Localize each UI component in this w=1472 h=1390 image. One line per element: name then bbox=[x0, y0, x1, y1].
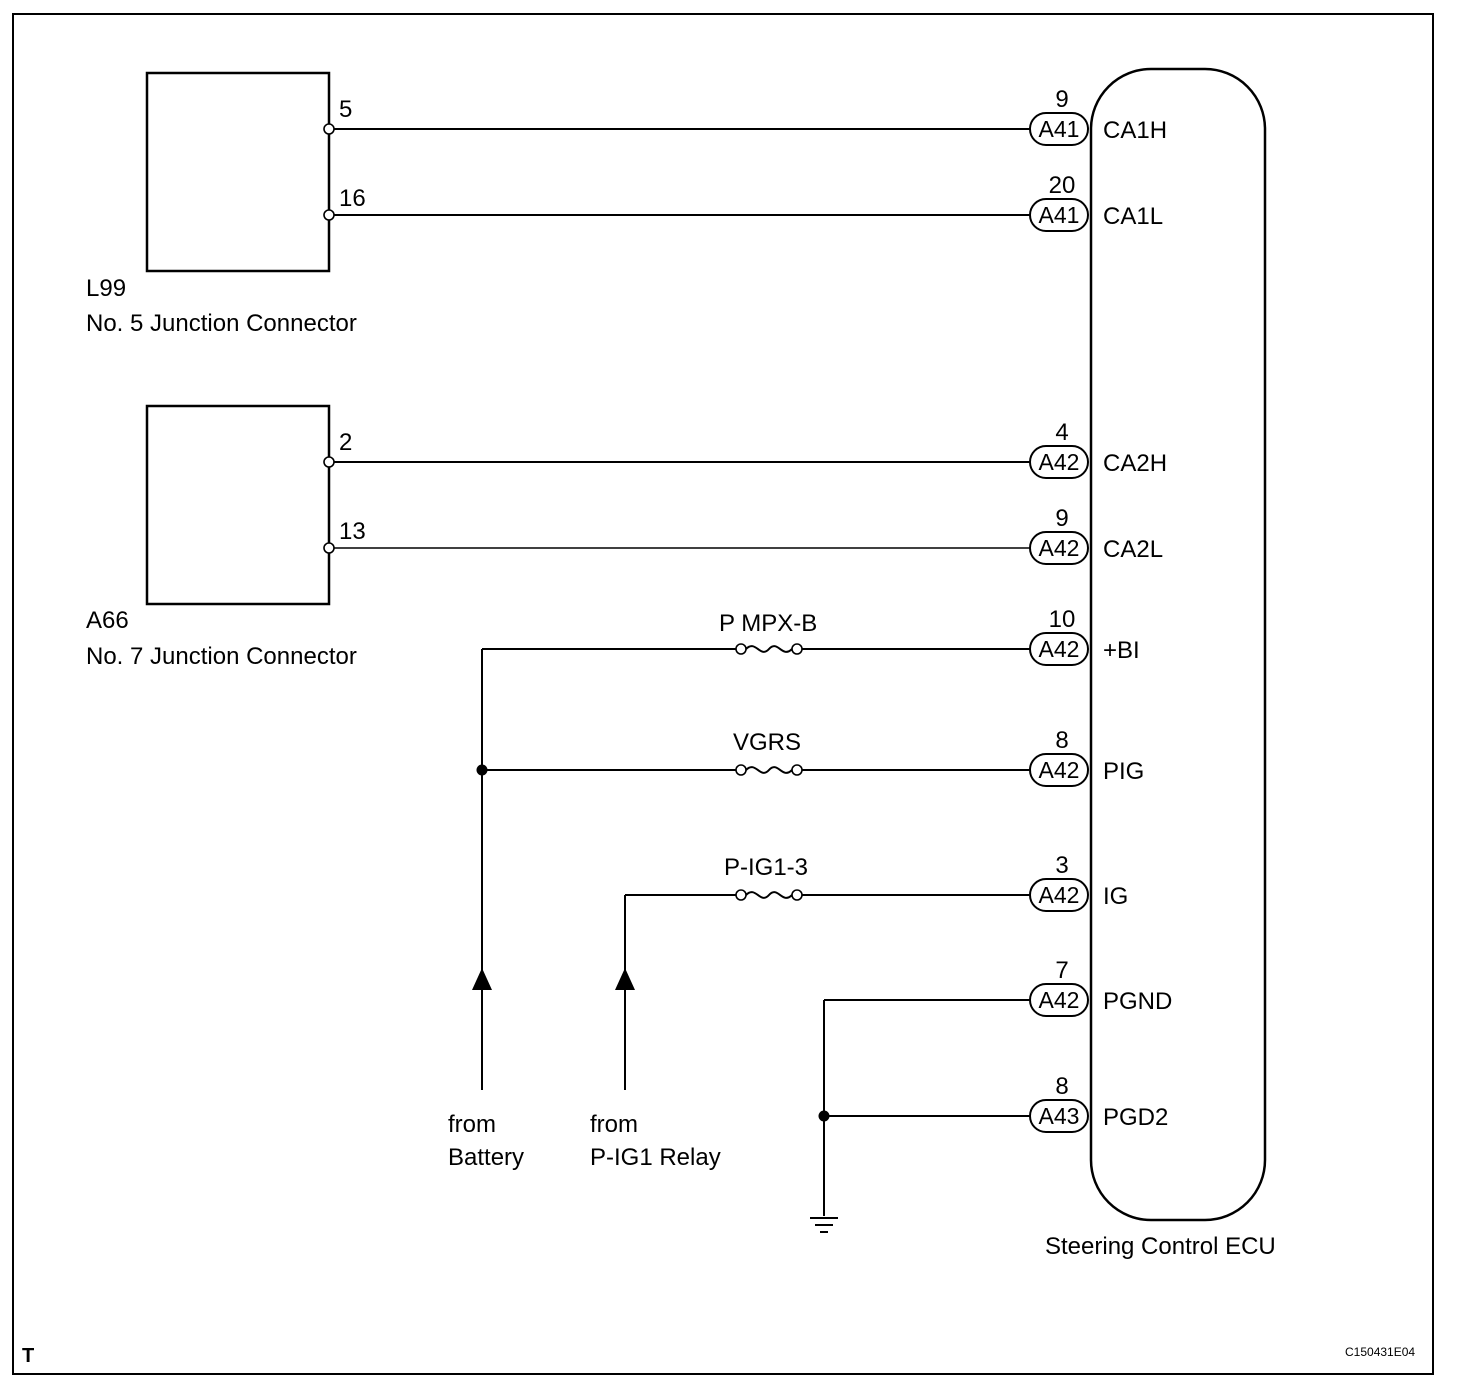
terminal-pin-number: 9 bbox=[1055, 86, 1068, 113]
fuse-label-vgrs: VGRS bbox=[733, 729, 801, 756]
terminal-pin-number: 7 bbox=[1055, 957, 1068, 984]
connector-a66-box bbox=[145, 404, 331, 606]
connector-a66-name: No. 7 Junction Connector bbox=[86, 643, 357, 670]
connector-pill bbox=[1029, 112, 1089, 146]
connector-code: A42 bbox=[1039, 535, 1080, 561]
ecu-terminal-bi: A42 10 +BI bbox=[1029, 606, 1140, 666]
connector-code: A42 bbox=[1039, 757, 1080, 783]
connector-l99-box bbox=[145, 71, 331, 273]
terminal-pin-number: 3 bbox=[1055, 852, 1068, 879]
fuse-label-p-mpx-b: P MPX-B bbox=[719, 610, 817, 637]
terminal-signal-name: PIG bbox=[1103, 758, 1144, 785]
arrow-relay bbox=[615, 968, 635, 990]
fuse-label-p-ig1-3: P-IG1-3 bbox=[724, 854, 808, 881]
connector-code: A42 bbox=[1039, 636, 1080, 662]
connector-code: A41 bbox=[1039, 202, 1080, 228]
terminal-signal-name: CA2H bbox=[1103, 450, 1167, 477]
connector-l99-pin-5: 5 bbox=[339, 96, 352, 123]
connector-l99-pin-16: 16 bbox=[339, 185, 366, 212]
terminal-pin-number: 8 bbox=[1055, 1073, 1068, 1100]
ecu-name: Steering Control ECU bbox=[1045, 1233, 1276, 1260]
connector-pill bbox=[1029, 983, 1089, 1017]
connector-code: A42 bbox=[1039, 882, 1080, 908]
source-relay-line1: from bbox=[590, 1111, 638, 1138]
connector-a66-code: A66 bbox=[86, 607, 129, 634]
connector-pill bbox=[1029, 878, 1089, 912]
connector-pill bbox=[1029, 445, 1089, 479]
connector-pill bbox=[1029, 632, 1089, 666]
connector-code: A42 bbox=[1039, 449, 1080, 475]
connector-pill bbox=[1029, 531, 1089, 565]
terminal-signal-name: CA1L bbox=[1103, 203, 1163, 230]
terminal-pin-number: 8 bbox=[1055, 727, 1068, 754]
terminal-pin-number: 9 bbox=[1055, 505, 1068, 532]
fuse-vgrs: VGRS bbox=[733, 729, 803, 776]
ground-icon bbox=[810, 1217, 838, 1233]
terminal-signal-name: IG bbox=[1103, 883, 1128, 910]
ecu-body bbox=[1089, 67, 1267, 1222]
arrow-battery bbox=[472, 968, 492, 990]
source-battery-line1: from bbox=[448, 1111, 496, 1138]
figure-code: C150431E04 bbox=[1345, 1345, 1415, 1359]
connector-l99: L99 No. 5 Junction Connector 5 16 bbox=[86, 71, 366, 337]
pin-a66-13 bbox=[323, 542, 335, 554]
connector-pill bbox=[1029, 1099, 1089, 1133]
source-battery-line2: Battery bbox=[448, 1144, 524, 1171]
terminal-signal-name: CA2L bbox=[1103, 536, 1163, 563]
terminal-pin-number: 10 bbox=[1049, 606, 1076, 633]
connector-a66: A66 No. 7 Junction Connector 2 13 bbox=[86, 404, 366, 670]
connector-pill bbox=[1029, 753, 1089, 787]
connector-code: A42 bbox=[1039, 987, 1080, 1013]
fuse-p-mpx-b: P MPX-B bbox=[719, 610, 817, 655]
connector-l99-code: L99 bbox=[86, 275, 126, 302]
diagram-frame bbox=[12, 13, 1434, 1375]
terminal-signal-name: PGD2 bbox=[1103, 1104, 1168, 1131]
terminal-signal-name: PGND bbox=[1103, 988, 1172, 1015]
splice-ground bbox=[818, 1110, 830, 1122]
fuse-p-ig1-3: P-IG1-3 bbox=[724, 854, 808, 901]
connector-l99-name: No. 5 Junction Connector bbox=[86, 310, 357, 337]
connector-a66-pin-2: 2 bbox=[339, 429, 352, 456]
terminal-signal-name: +BI bbox=[1103, 637, 1140, 664]
pin-a66-2 bbox=[323, 456, 335, 468]
corner-mark: T bbox=[22, 1345, 34, 1367]
terminal-pin-number: 4 bbox=[1055, 419, 1068, 446]
connector-pill bbox=[1029, 198, 1089, 232]
pin-l99-5 bbox=[323, 123, 335, 135]
terminal-pin-number: 20 bbox=[1049, 172, 1076, 199]
splice-battery bbox=[476, 764, 488, 776]
source-relay-line2: P-IG1 Relay bbox=[590, 1144, 721, 1171]
connector-code: A43 bbox=[1039, 1103, 1080, 1129]
ecu-terminals: A419CA1HA4120CA1LA424CA2HA429CA2LA4210+B… bbox=[1029, 86, 1172, 1133]
ecu-terminal-ig: A42 3IG bbox=[1029, 852, 1128, 912]
connector-a66-pin-13: 13 bbox=[339, 518, 366, 545]
terminal-signal-name: CA1H bbox=[1103, 117, 1167, 144]
connector-code: A41 bbox=[1039, 116, 1080, 142]
wires bbox=[329, 128, 1032, 1233]
pin-l99-16 bbox=[323, 209, 335, 221]
